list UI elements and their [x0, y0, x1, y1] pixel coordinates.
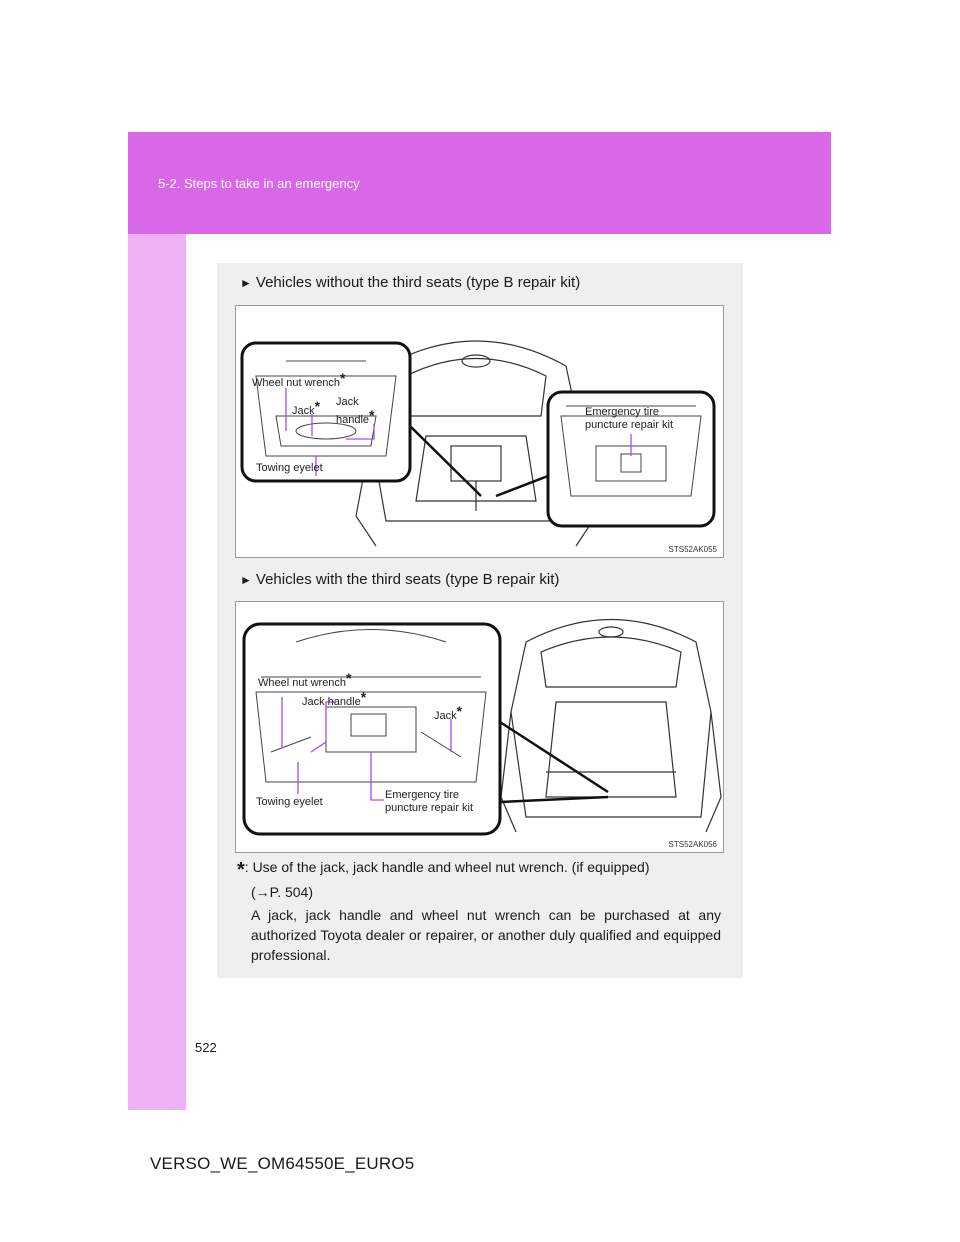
callout-jack-handle: Jack handle*: [302, 689, 367, 708]
callout-towing-eyelet: Towing eyelet: [256, 796, 323, 808]
section-title: 5-2. Steps to take in an emergency: [158, 176, 360, 191]
callout-wheel-nut-wrench: Wheel nut wrench*: [252, 370, 346, 389]
callout-jack: Jack*: [434, 703, 463, 722]
asterisk-mark: *: [237, 859, 245, 881]
footnote-text: : Use of the jack, jack handle and wheel…: [244, 859, 650, 875]
triangle-bullet-icon: ►: [240, 276, 252, 290]
asterisk-mark: *: [369, 407, 375, 423]
asterisk-mark: *: [360, 689, 367, 705]
asterisk-mark: *: [456, 703, 463, 719]
section1-heading: ►Vehicles without the third seats (type …: [240, 274, 580, 291]
figure-code: STS52AK055: [668, 545, 717, 554]
car-trunk-illustration-1: [240, 340, 716, 547]
document-code: VERSO_WE_OM64550E_EURO5: [150, 1154, 415, 1173]
figure-code: STS52AK056: [668, 840, 717, 849]
note-paragraph: A jack, jack handle and wheel nut wrench…: [251, 907, 721, 963]
footnote: *: Use of the jack, jack handle and whee…: [237, 856, 717, 903]
side-strip: [128, 234, 186, 1110]
section1-heading-text: Vehicles without the third seats (type B…: [255, 274, 581, 291]
car-trunk-illustration-2: [242, 618, 722, 836]
page-number: 522: [195, 1040, 217, 1055]
page-reference-link[interactable]: (→P. 504): [251, 884, 313, 900]
asterisk-mark: *: [346, 670, 352, 686]
section2-heading: ►Vehicles with the third seats (type B r…: [240, 571, 559, 588]
callout-wheel-nut-wrench: Wheel nut wrench*: [258, 670, 352, 689]
asterisk-mark: *: [340, 370, 346, 386]
header-band: [128, 132, 831, 234]
triangle-bullet-icon: ►: [240, 573, 252, 587]
figure-with-third-seats: Wheel nut wrench* Jack handle* Jack* Tow…: [235, 601, 724, 853]
section2-heading-text: Vehicles with the third seats (type B re…: [255, 571, 560, 588]
callout-towing-eyelet: Towing eyelet: [256, 462, 323, 474]
asterisk-mark: *: [314, 398, 321, 414]
callout-jack: Jack*: [292, 398, 321, 417]
